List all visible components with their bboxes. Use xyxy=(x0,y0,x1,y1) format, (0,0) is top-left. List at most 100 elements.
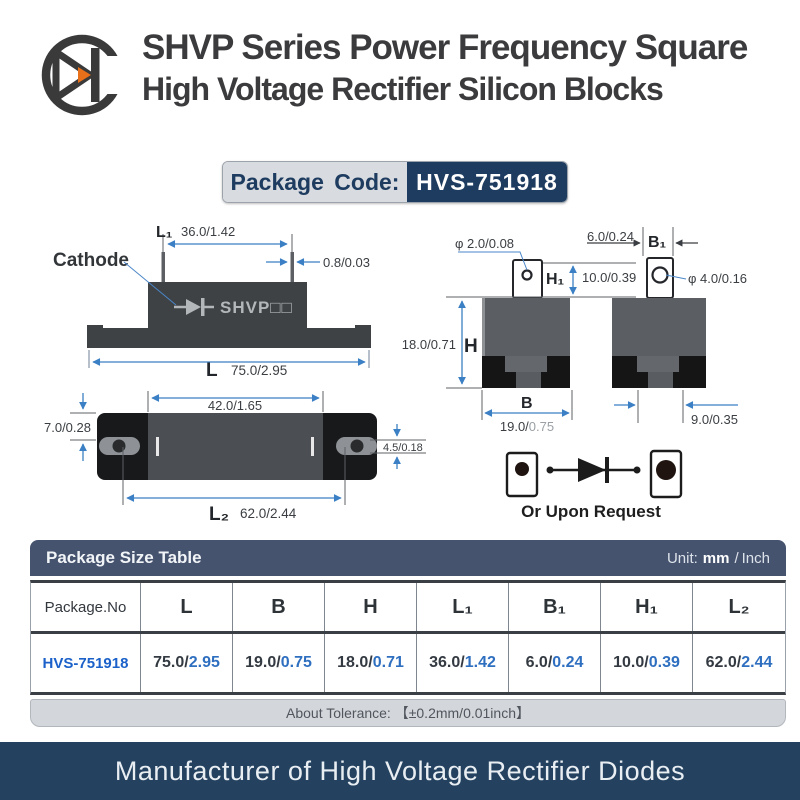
cell-b: 19.0/0.75 xyxy=(233,634,325,692)
logo-orange-arrow-icon xyxy=(78,67,91,83)
dim-l2: L₂ 62.0/2.44 xyxy=(122,447,346,525)
package-size-table: Package Size Table Unit:mm/Inch Package.… xyxy=(30,540,786,727)
dim-l1-name: L₁ xyxy=(156,224,173,241)
page-title-line1: SHVP Series Power Frequency Square xyxy=(142,28,748,67)
package-body-front xyxy=(87,282,371,348)
table-header-row: Package.No L B H L₁ B₁ H₁ L₂ xyxy=(31,583,785,634)
package-code-label: Package Code: xyxy=(223,162,407,202)
dim-h-value: 18.0/0.71 xyxy=(402,337,456,352)
cathode-label: Cathode xyxy=(53,250,129,271)
cell-l1: 36.0/1.42 xyxy=(417,634,509,692)
table-body: Package.No L B H L₁ B₁ H₁ L₂ HVS-751918 … xyxy=(30,580,786,695)
column-header-l: L xyxy=(141,583,233,631)
unit-sep: / xyxy=(734,549,739,567)
pin-mark-right xyxy=(311,437,314,456)
front-view: SHVP□□ Cathode L₁ 36.0/1.42 0.8/0.03 L 7… xyxy=(53,224,371,381)
dim-b-name: B xyxy=(521,395,533,412)
hole-big-leader xyxy=(665,274,687,280)
logo-cathode-bar-icon xyxy=(91,48,100,102)
column-header-l1: L₁ xyxy=(417,583,509,631)
tolerance-text: About Tolerance: 【±0.2mm/0.01inch】 xyxy=(286,705,530,721)
cell-l: 75.0/2.95 xyxy=(141,634,233,692)
dim-slot-value: 4.5/0.18 xyxy=(383,442,423,454)
dim-l1-value: 36.0/1.42 xyxy=(181,224,235,239)
top-view: 42.0/1.65 7.0/0.28 4.5/0.18 L₂ 62.0/2.44 xyxy=(44,391,426,525)
table-unit-note: Unit:mm/Inch xyxy=(667,550,770,567)
dim-edge: 7.0/0.28 xyxy=(44,393,96,461)
pin-right xyxy=(290,252,294,284)
column-header-package-no: Package.No xyxy=(31,583,141,631)
footer-banner: Manufacturer of High Voltage Rectifier D… xyxy=(0,742,800,800)
pad-left-dot xyxy=(515,462,529,476)
body-center-section xyxy=(148,413,323,480)
dim-b1-value: 6.0/0.24 xyxy=(587,229,634,244)
cell-l2: 62.0/2.44 xyxy=(705,654,773,671)
logo-diode-triangle-icon xyxy=(52,48,94,102)
dim-l: L 75.0/2.95 xyxy=(88,350,370,381)
table-data-row: HVS-751918 75.0/2.95 19.0/0.75 18.0/0.71… xyxy=(31,634,785,692)
slot-right-hole xyxy=(350,439,364,453)
body-marking-text: SHVP□□ xyxy=(220,298,293,317)
unit-label: Unit: xyxy=(666,549,698,567)
side-views: φ 2.0/0.08 φ 4.0/0.16 H₁ 10.0/0.39 18.0/… xyxy=(402,227,747,434)
dim-center-value: 42.0/1.65 xyxy=(208,398,262,413)
dim-edge-value: 7.0/0.28 xyxy=(44,420,91,435)
dim-pin-width: 0.8/0.03 xyxy=(266,255,370,270)
table-title-band: Package Size Table Unit:mm/Inch xyxy=(30,540,786,576)
column-header-b1: B₁ xyxy=(509,583,601,631)
package-code-value: HVS-751918 xyxy=(407,162,567,202)
dim-offset-value: 9.0/0.35 xyxy=(691,412,738,427)
table-title: Package Size Table xyxy=(46,548,202,567)
dim-l-value: 75.0/2.95 xyxy=(231,363,287,378)
column-header-l2: L₂ xyxy=(728,595,750,618)
column-header-h: H xyxy=(325,583,417,631)
dim-l1: L₁ 36.0/1.42 xyxy=(156,224,293,252)
dim-offset: 9.0/0.35 xyxy=(614,390,738,427)
block-stud-right-lower xyxy=(648,372,673,388)
polarity-schematic: Or Upon Request xyxy=(505,449,683,521)
tab-hole-small xyxy=(521,269,533,281)
block-body-left xyxy=(482,298,570,356)
dim-h1-name: H₁ xyxy=(546,271,565,288)
dim-center-width: 42.0/1.65 xyxy=(147,391,324,413)
dim-b1: 6.0/0.24 B₁ xyxy=(587,227,698,256)
tolerance-note: About Tolerance: 【±0.2mm/0.01inch】 xyxy=(30,699,786,727)
unit-mm: mm xyxy=(702,549,730,567)
pin-left xyxy=(161,252,165,284)
dim-b: B 19.0/0.75 xyxy=(481,390,573,434)
pin-mark-left xyxy=(156,437,159,456)
dim-l-name: L xyxy=(206,360,218,381)
dimension-drawings: SHVP□□ Cathode L₁ 36.0/1.42 0.8/0.03 L 7… xyxy=(44,224,747,525)
body-marking-diode-icon xyxy=(174,298,214,316)
pad-right-dot xyxy=(656,460,676,480)
dim-b1-name: B₁ xyxy=(648,234,667,251)
cell-b1: 6.0/0.24 xyxy=(509,634,601,692)
package-code-banner: Package Code: HVS-751918 xyxy=(222,161,568,203)
dim-l2-name: L₂ xyxy=(209,504,229,525)
dim-h-name: H xyxy=(464,336,478,357)
dim-h: 18.0/0.71 H xyxy=(402,300,482,389)
dim-slot: 4.5/0.18 xyxy=(370,424,426,469)
block-edge-highlight xyxy=(482,298,485,388)
dim-l2-value: 62.0/2.44 xyxy=(240,506,297,521)
side-view-right xyxy=(612,257,706,388)
block-stud-left-lower xyxy=(516,372,541,388)
footer-text: Manufacturer of High Voltage Rectifier D… xyxy=(114,755,686,786)
cathode-leader-line xyxy=(123,261,177,306)
schematic-caption: Or Upon Request xyxy=(521,502,661,521)
hole-big-label: φ 4.0/0.16 xyxy=(688,271,747,286)
slot-left-hole xyxy=(112,439,126,453)
hole-small-label: φ 2.0/0.08 xyxy=(455,236,514,251)
block-body-right xyxy=(612,298,706,356)
cell-h: 18.0/0.71 xyxy=(325,634,417,692)
page-title-line2: High Voltage Rectifier Silicon Blocks xyxy=(142,71,664,107)
dim-b-value: 19.0/0.75 xyxy=(500,419,554,434)
hole-small-leader xyxy=(458,251,528,271)
dim-h1: H₁ 10.0/0.39 xyxy=(446,262,636,298)
company-logo xyxy=(41,34,126,116)
dim-h1-value: 10.0/0.39 xyxy=(582,270,636,285)
cell-package-no: HVS-751918 xyxy=(31,634,141,692)
diode-symbol-icon xyxy=(546,457,641,483)
column-header-h1: H₁ xyxy=(601,583,693,631)
